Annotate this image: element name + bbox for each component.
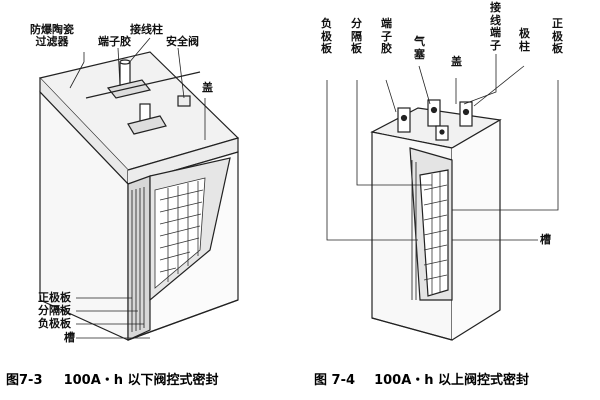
caption-right: 图 7-4 100A・h 以上阀控式密封 <box>314 374 529 388</box>
caption-left: 图7-3 100A・h 以下阀控式密封 <box>6 374 219 388</box>
label-terminal: 接线端子 <box>490 1 501 52</box>
label-separator-left: 分隔板 <box>38 304 71 317</box>
label-terminal-post: 接线柱 <box>130 23 163 36</box>
label-tank-left: 槽 <box>64 331 75 344</box>
label-negative-plate-right: 负极板 <box>321 17 332 55</box>
caption-right-text: 100A・h 以上阀控式密封 <box>374 373 530 388</box>
label-safety-valve: 安全阀 <box>166 35 199 48</box>
label-lid-left: 盖 <box>202 81 213 94</box>
label-lid-right: 盖 <box>451 55 462 68</box>
label-negative-plate-left: 负极板 <box>38 317 71 330</box>
caption-left-text: 100A・h 以下阀控式密封 <box>63 373 219 388</box>
label-separator-right: 分隔板 <box>351 17 362 55</box>
label-tank-right: 槽 <box>540 233 551 246</box>
label-explosion-proof-filter: 防爆陶瓷 过滤器 <box>30 23 74 48</box>
label-post: 极柱 <box>519 27 530 53</box>
label-terminal-glue-left: 端子胶 <box>98 35 131 48</box>
caption-right-number: 图 7-4 <box>314 373 356 388</box>
label-terminal-glue-right: 端子胶 <box>381 17 392 55</box>
caption-left-number: 图7-3 <box>6 373 43 388</box>
label-gas-plug: 气塞 <box>414 35 425 61</box>
label-positive-plate-left: 正极板 <box>38 291 71 304</box>
label-positive-plate-right: 正极板 <box>552 17 563 55</box>
